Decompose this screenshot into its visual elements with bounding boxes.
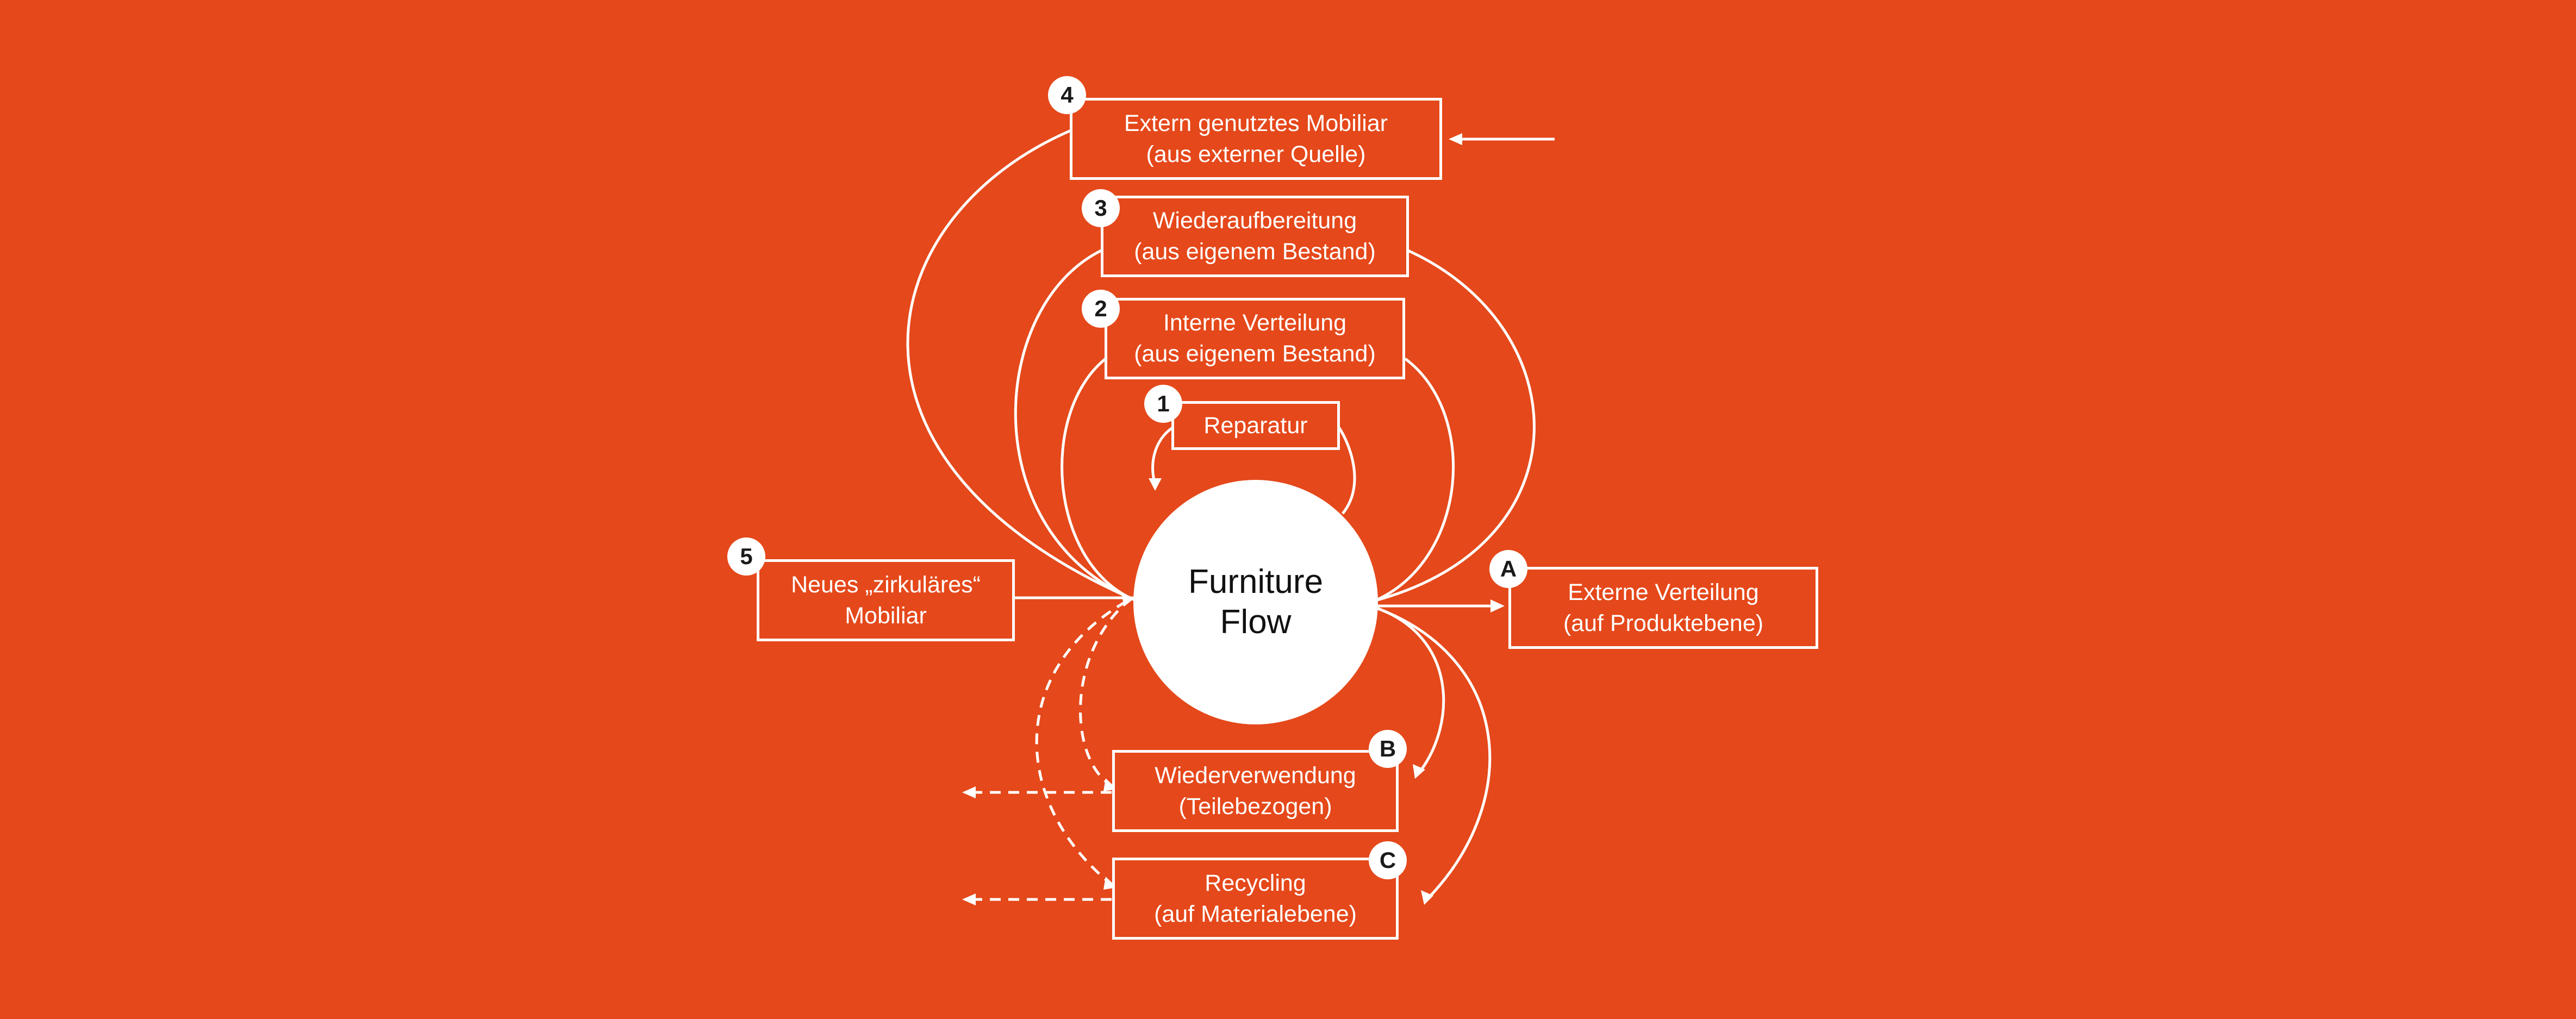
inflow-5-line2: Mobiliar [845, 602, 927, 629]
badge-a: A [1489, 550, 1527, 588]
outflow-a-line1: Externe Verteilung [1568, 579, 1759, 605]
inflow-2-line2: (aus eigenem Bestand) [1134, 341, 1376, 367]
outflow-box-c: Recycling (auf Materialebene) [1112, 858, 1399, 940]
inflow-5-line1: Neues „zirkuläres“ [791, 571, 981, 598]
connector-hub-to-b [1375, 606, 1445, 773]
inflow-3-line1: Wiederaufbereitung [1152, 208, 1357, 234]
arrowhead-into-a [1490, 599, 1505, 612]
badge-2: 2 [1082, 290, 1120, 328]
outflow-b-line1: Wiederverwendung [1155, 762, 1356, 789]
connector-3-to-hub [1014, 248, 1137, 602]
inflow-1-line1: Reparatur [1203, 412, 1308, 439]
hub-title-line1: Furniture [1188, 563, 1324, 601]
arrowhead-into-b [1413, 764, 1425, 779]
inflow-box-1: Reparatur [1171, 401, 1340, 450]
badge-b: B [1369, 730, 1407, 768]
connector-hub-to-1 [1337, 426, 1356, 515]
connector-hub-to-3 [1375, 248, 1536, 602]
connector-1-to-hub [1151, 425, 1175, 484]
inflow-box-4: Extern genutztes Mobiliar (aus externer … [1070, 98, 1442, 180]
badge-5: 5 [727, 537, 765, 576]
arrowhead-into-c [1421, 890, 1433, 905]
outflow-a-line2: (auf Produktebene) [1563, 610, 1764, 636]
badge-4: 4 [1048, 76, 1086, 114]
inflow-box-5: Neues „zirkuläres“ Mobiliar [757, 559, 1015, 641]
arrowhead-b-exit [962, 786, 976, 798]
inflow-4-line1: Extern genutztes Mobiliar [1124, 110, 1388, 136]
badge-3: 3 [1082, 189, 1120, 227]
inflow-box-2: Interne Verteilung (aus eigenem Bestand) [1105, 298, 1405, 379]
badge-c: C [1369, 841, 1407, 879]
badge-1: 1 [1144, 385, 1182, 423]
arrowhead-return-hub [1121, 593, 1135, 607]
arrowhead-repair [1149, 478, 1162, 491]
connector-b-to-hub [1079, 598, 1132, 789]
outflow-box-a: Externe Verteilung (auf Produktebene) [1508, 567, 1818, 649]
connector-hub-to-2 [1374, 357, 1455, 602]
connector-c-to-hub [1035, 597, 1132, 887]
furniture-flow-hub: Furniture Flow [1133, 480, 1378, 724]
inflow-4-line2: (aus externer Quelle) [1146, 141, 1366, 167]
outflow-c-line2: (auf Materialebene) [1154, 901, 1357, 927]
inflow-box-3: Wiederaufbereitung (aus eigenem Bestand) [1101, 196, 1409, 277]
hub-title-line2: Flow [1220, 603, 1292, 641]
inflow-3-line2: (aus eigenem Bestand) [1134, 239, 1376, 265]
connector-2-to-hub [1061, 358, 1137, 602]
arrowhead-into-4 [1449, 133, 1462, 145]
inflow-2-line1: Interne Verteilung [1163, 310, 1347, 336]
outflow-box-b: Wiederverwendung (Teilebezogen) [1112, 750, 1399, 832]
outflow-b-line2: (Teilebezogen) [1178, 793, 1332, 820]
connector-4-to-hub [906, 129, 1137, 602]
connector-hub-to-c [1375, 606, 1492, 898]
arrowhead-c-exit [962, 893, 976, 905]
outflow-c-line1: Recycling [1205, 870, 1306, 896]
